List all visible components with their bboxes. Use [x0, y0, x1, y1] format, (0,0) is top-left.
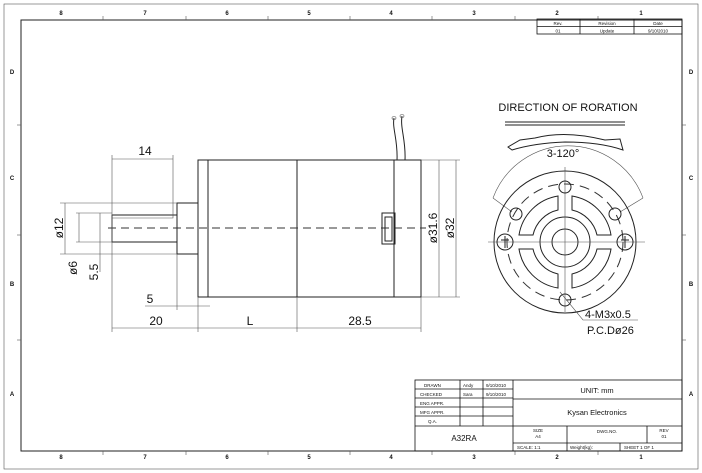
revision-header: Revision [598, 21, 616, 26]
sheet-label: SHEET 1 OF 1 [624, 445, 654, 450]
mount-hole-top [558, 180, 572, 194]
dim-dia6: ø6 [66, 261, 80, 275]
zone-row-b: B [10, 282, 15, 288]
zone-row-b-right: B [689, 282, 694, 288]
connector [381, 212, 396, 245]
signoff-name-drawn: Andy [463, 383, 474, 388]
signoff-label-drawn: DRAWN [424, 383, 441, 388]
front-view: DIRECTION OF RORATION 3-120° 4-M3x0.5 P. [488, 102, 645, 337]
thread-label: 4-M3x0.5 [585, 309, 631, 321]
rev-header: Rev. [554, 21, 563, 26]
rotation-arrow-icon [507, 133, 624, 151]
weight-label: Weight(kg): [570, 445, 593, 450]
rev-label: REV [659, 428, 668, 433]
outer-frame [3, 3, 699, 470]
signoff-name-checked: Sara [463, 392, 473, 397]
zone-col-2-bottom: 2 [555, 455, 559, 461]
signoff-date-checked: 9/10/2010 [486, 392, 507, 397]
signoff-date-drawn: 9/10/2010 [486, 383, 507, 388]
screw-left [496, 233, 514, 251]
zone-row-c: C [10, 176, 15, 182]
dim-14: 14 [138, 144, 152, 158]
lead-wires [393, 115, 406, 161]
dim-dia12: ø12 [52, 217, 66, 238]
screw-cross-icon [501, 236, 629, 248]
size-value: A4 [535, 434, 541, 439]
unit-label: UNIT: mm [580, 386, 613, 395]
dim-5-5: 5.5 [87, 263, 101, 280]
zone-col-3-bottom: 3 [472, 455, 476, 461]
part-number: A32RA [451, 434, 477, 443]
side-view: 14 ø12 ø6 5.5 5 20 L 28.5 ø31.6 ø32 [52, 114, 460, 332]
title-block: DRAWN Andy 9/10/2010 CHECKED Sara 9/10/2… [414, 379, 683, 452]
zone-col-7-bottom: 7 [143, 455, 147, 461]
dim-dia32: ø32 [443, 217, 457, 238]
zone-row-a-right: A [689, 392, 694, 398]
size-label: SIZE [533, 428, 543, 433]
zone-col-6: 6 [225, 11, 229, 17]
signoff-label-checked: CHECKED [420, 392, 443, 397]
zone-col-8-bottom: 8 [59, 455, 63, 461]
signoff-label-qa: Q.A. [428, 419, 437, 424]
company-name: Kysan Electronics [567, 408, 627, 417]
zone-col-5: 5 [307, 11, 311, 17]
rotation-title: DIRECTION OF RORATION [498, 102, 637, 114]
inner-frame [20, 19, 683, 452]
zone-col-4: 4 [389, 11, 393, 17]
zone-col-8: 8 [59, 11, 63, 17]
zone-col-2: 2 [555, 11, 559, 17]
rev-value-block: 01 [661, 434, 667, 439]
date-header: Date [653, 21, 663, 26]
zone-row-c-right: C [689, 176, 694, 182]
rev-value: 01 [555, 29, 561, 34]
dim-20: 20 [149, 314, 163, 328]
zone-ticks [17, 16, 686, 455]
dim-28-5: 28.5 [348, 314, 372, 328]
date-value: 9/10/2010 [648, 29, 669, 34]
pcd-label: P.C.Dø26 [587, 325, 634, 337]
signoff-label-eng: ENG APPR. [420, 401, 444, 406]
hole-right-120 [608, 207, 622, 221]
scale-label: SCALE: 1:1 [517, 445, 541, 450]
zone-row-a: A [10, 392, 15, 398]
dim-l: L [247, 314, 254, 328]
screw-right [616, 233, 634, 251]
zone-col-3: 3 [472, 11, 476, 17]
zone-col-1: 1 [639, 11, 643, 17]
dim-5: 5 [147, 292, 154, 306]
zone-col-6-bottom: 6 [225, 455, 229, 461]
revision-value: Update [600, 29, 615, 34]
angle-label: 3-120° [547, 148, 580, 160]
zone-col-7: 7 [143, 11, 147, 17]
zone-row-d: D [10, 70, 15, 76]
dwg-no-label: DWG.NO. [597, 429, 617, 434]
dim-dia31-6: ø31.6 [426, 212, 440, 243]
zone-col-1-bottom: 1 [639, 455, 643, 461]
zone-col-5-bottom: 5 [307, 455, 311, 461]
revision-table: Rev. Revision Date 01 Update 9/10/2010 [536, 18, 683, 35]
hole-left-120 [509, 207, 523, 221]
mount-hole-bottom [558, 293, 572, 307]
zone-row-d-right: D [689, 70, 694, 76]
signoff-label-mfg: MFG APPR. [420, 410, 445, 415]
zone-col-4-bottom: 4 [389, 455, 393, 461]
